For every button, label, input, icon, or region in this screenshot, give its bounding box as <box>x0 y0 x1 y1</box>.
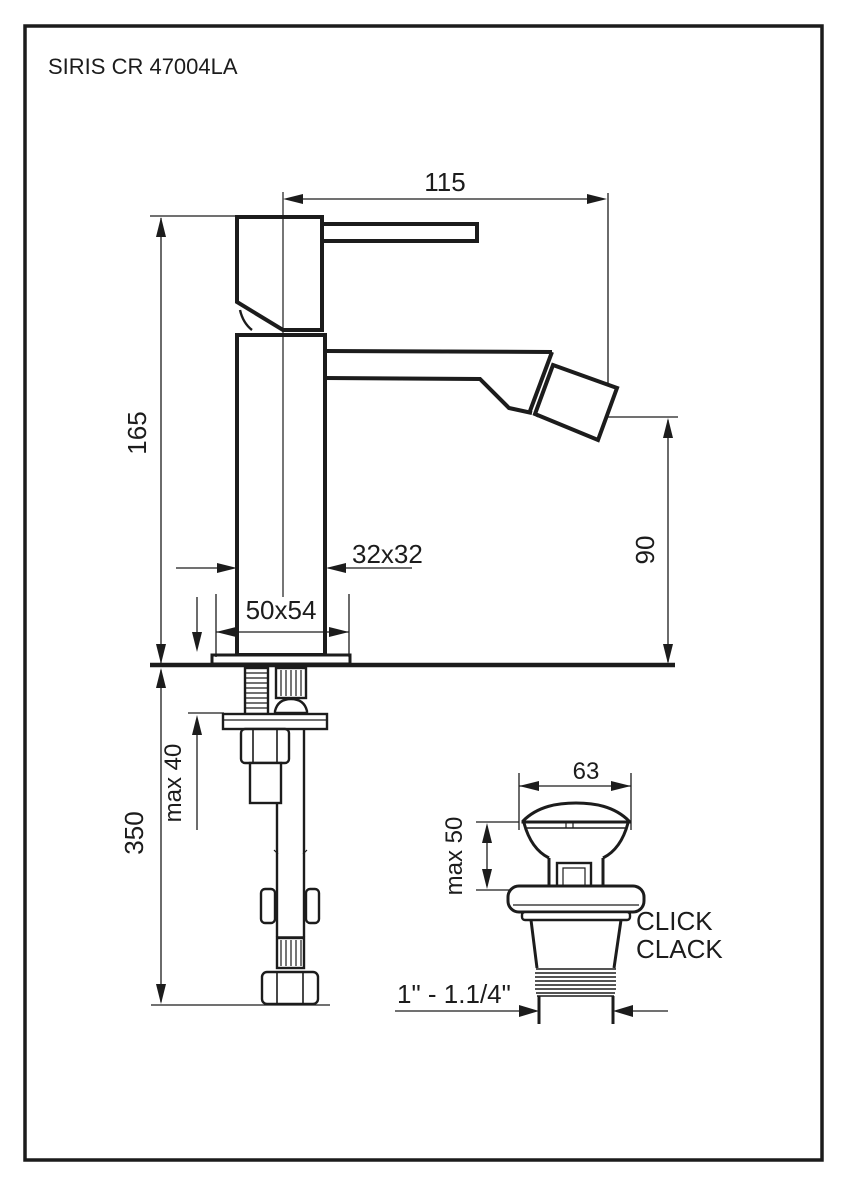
arrow-up-icon <box>663 418 673 438</box>
plug-cap-dome <box>521 801 631 824</box>
arrow-left-icon <box>519 781 539 791</box>
mounting-plate <box>221 712 329 731</box>
faucet-aerator <box>532 362 620 443</box>
faucet-head <box>235 215 324 332</box>
arrow-up-icon <box>156 217 166 237</box>
dim-spout-reach: 115 <box>283 167 609 386</box>
arrow-down-icon <box>663 644 673 664</box>
plug-thread <box>535 968 616 997</box>
dim-spout-reach-label: 115 <box>424 167 465 197</box>
arrow-left-icon <box>326 563 346 573</box>
plug-funnel <box>522 822 630 886</box>
faucet-drawing <box>210 192 620 666</box>
plug-tailpipe <box>537 996 615 1024</box>
dim-plug-max-height: max 50 <box>441 817 519 896</box>
base-plate <box>210 653 352 666</box>
waste-type-line2: CLACK <box>636 934 723 964</box>
dim-waste-thread-label: 1" - 1.1/4" <box>397 979 511 1009</box>
waste-type-line1: CLICK <box>636 906 713 936</box>
faucet-spout <box>324 349 560 418</box>
dim-waste-thread: 1" - 1.1/4" <box>395 979 668 1017</box>
arrow-left-icon <box>613 1005 633 1017</box>
arrow-right-icon <box>519 1005 539 1017</box>
dim-plug-max-height-label: max 50 <box>441 817 468 896</box>
arrow-left-icon <box>216 627 236 637</box>
dim-base-section-label: 50x54 <box>246 595 317 625</box>
head-joint-curve <box>238 309 253 331</box>
arrow-right-icon <box>329 627 349 637</box>
hose-braid-lower <box>275 936 306 970</box>
dim-spout-height-label: 90 <box>630 536 660 565</box>
dim-body-height: 165 <box>122 215 237 664</box>
dim-body-section: 32x32 <box>176 539 423 573</box>
dim-max-mounting: max 40 <box>160 597 224 830</box>
arrow-down-icon <box>192 632 202 652</box>
arrow-up-icon <box>482 823 492 843</box>
dim-body-height-label: 165 <box>122 411 152 454</box>
dim-plug-diameter-label: 63 <box>573 758 600 785</box>
arrow-down-icon <box>156 644 166 664</box>
page-border <box>23 24 824 1162</box>
arrow-left-icon <box>283 194 303 204</box>
arrow-right-icon <box>587 194 607 204</box>
dim-body-section-label: 32x32 <box>352 539 423 569</box>
dim-hose-length: 350 <box>119 668 330 1006</box>
threaded-stud <box>243 666 270 716</box>
stud-end <box>248 761 283 805</box>
cap-split-ticks <box>565 822 574 828</box>
dim-max-mounting-label: max 40 <box>160 744 187 823</box>
under-counter-assembly <box>221 666 329 1006</box>
fixing-nut <box>239 727 291 765</box>
hose-braid-upper <box>273 666 309 715</box>
faucet-lever <box>320 222 479 243</box>
arrow-up-icon <box>192 715 202 735</box>
arrow-down-icon <box>482 869 492 889</box>
faucet-body <box>235 333 327 657</box>
plug-flange <box>506 884 646 922</box>
arrow-down-icon <box>156 984 166 1004</box>
arrow-up-icon <box>156 668 166 688</box>
hose-collar <box>273 697 309 715</box>
plug-body <box>529 919 623 969</box>
page-title: SIRIS CR 47004LA <box>48 54 238 79</box>
arrow-right-icon <box>217 563 237 573</box>
drain-plug-drawing <box>506 801 646 1024</box>
plug-slot <box>555 861 593 888</box>
dim-base-section: 50x54 <box>215 594 350 657</box>
dim-spout-height: 90 <box>607 416 678 664</box>
dim-plug-diameter: 63 <box>518 758 632 830</box>
dim-hose-length-label: 350 <box>119 811 149 854</box>
arrow-right-icon <box>611 781 631 791</box>
hose-hex-section <box>259 887 321 938</box>
hose-end-nut <box>260 970 320 1006</box>
waste-type-label: CLICK CLACK <box>636 906 723 964</box>
